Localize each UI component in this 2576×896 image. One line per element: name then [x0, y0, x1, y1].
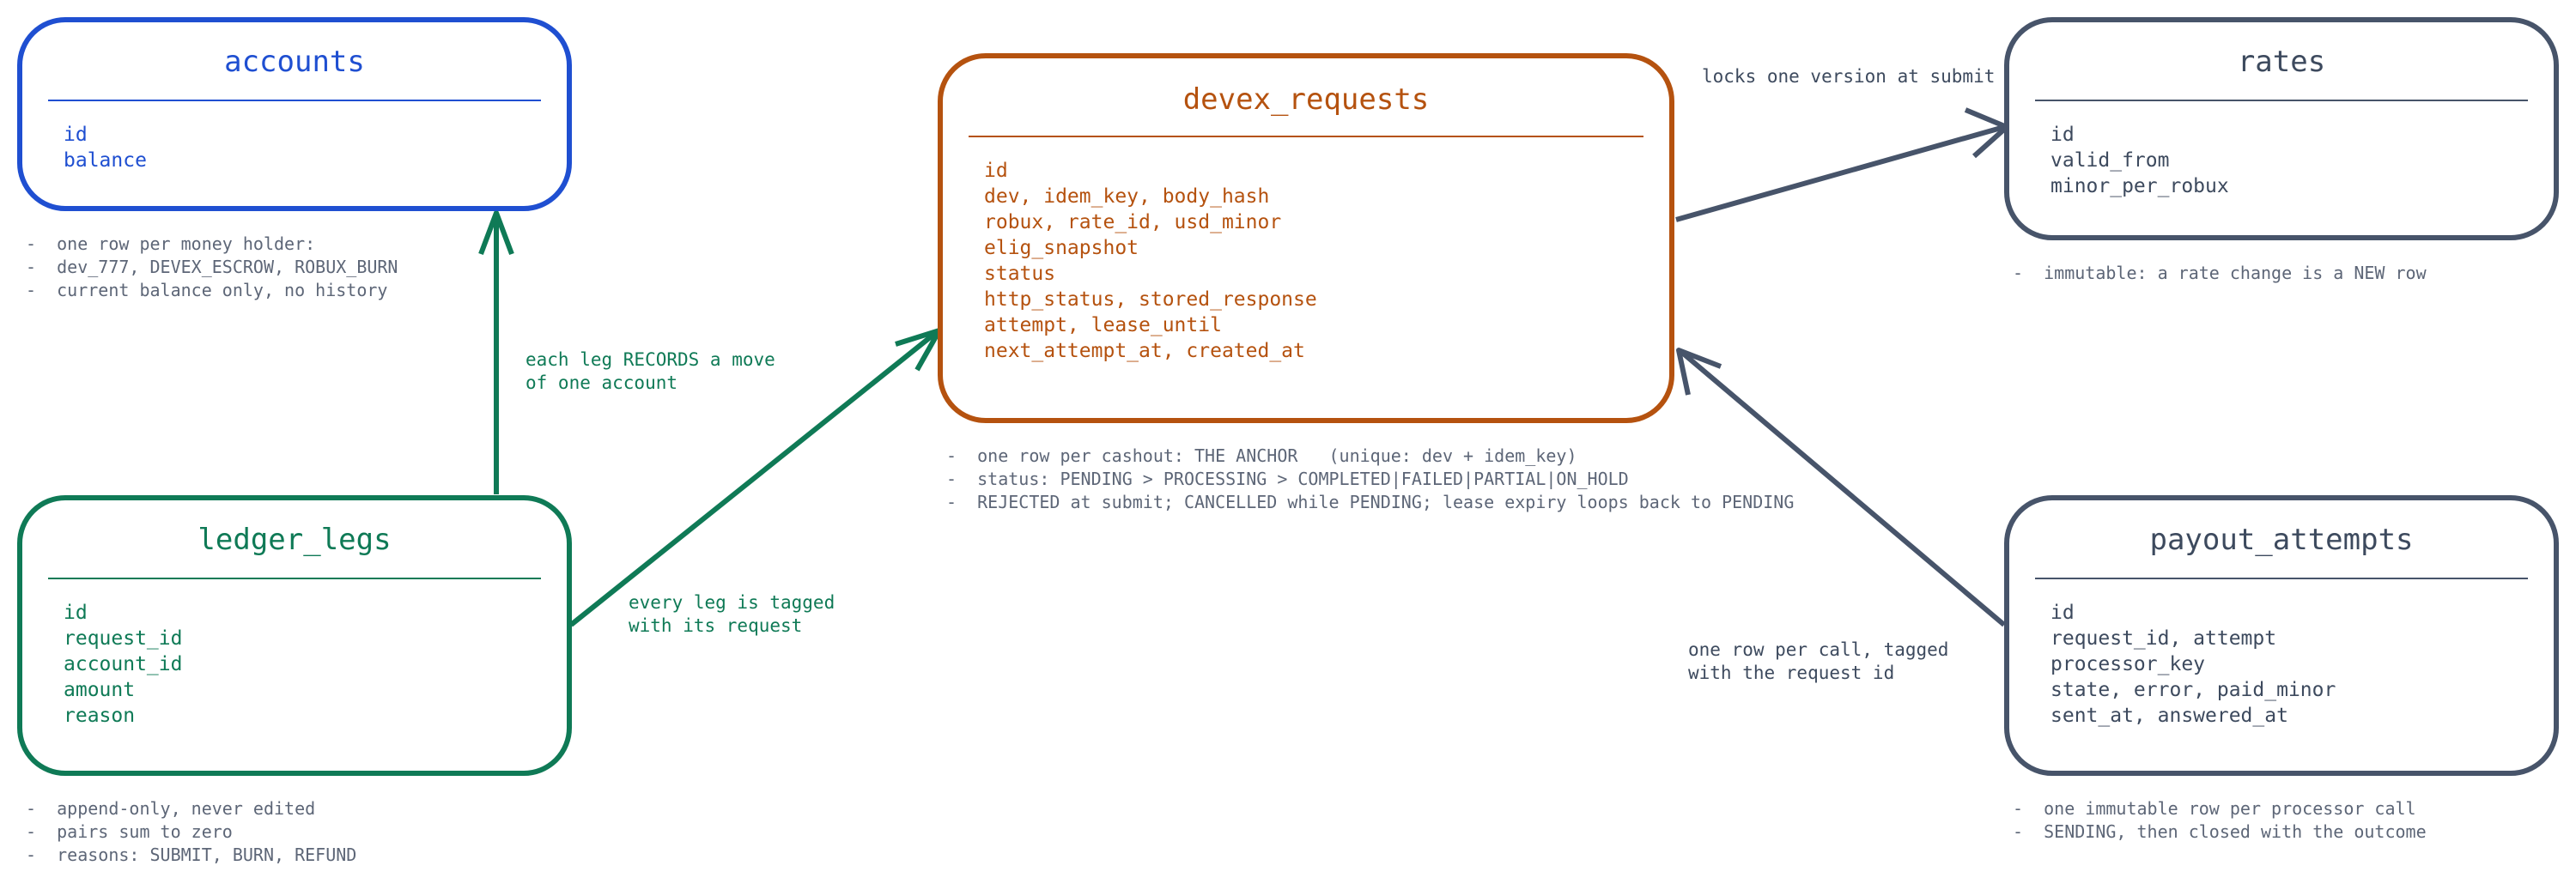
field: sent_at, answered_at [2050, 705, 2288, 727]
edge-label-requests-to-rates: locks one version at submit [1702, 65, 1995, 88]
label-line: with the request id [1688, 663, 1895, 683]
field: request_id, attempt [2050, 627, 2277, 650]
field: state, error, paid_minor [2050, 679, 2336, 701]
label-line: locks one version at submit [1702, 66, 1996, 87]
entity-title: devex_requests [1182, 82, 1430, 117]
note: - append-only, never edited [26, 798, 316, 819]
field: id [2050, 602, 2075, 624]
field-list: id request_id, attempt processor_key sta… [2050, 600, 2336, 729]
field: next_attempt_at, created_at [984, 340, 1305, 362]
field: robux, rate_id, usd_minor [984, 211, 1282, 233]
ledger-legs-notes: - append-only, never edited - pairs sum … [26, 797, 356, 867]
note: - dev_777, DEVEX_ESCROW, ROBUX_BURN [26, 257, 398, 277]
field-list: id dev, idem_key, body_hash robux, rate_… [984, 158, 1317, 364]
accounts-notes: - one row per money holder: - dev_777, D… [26, 233, 398, 302]
field: balance [64, 149, 147, 172]
arrowhead-devex-requests-2 [1676, 348, 1722, 396]
entity-title: accounts [224, 45, 365, 79]
entity-title: payout_attempts [2149, 523, 2414, 557]
label-line: with its request [629, 615, 803, 636]
note: - reasons: SUBMIT, BURN, REFUND [26, 845, 357, 865]
entity-ledger-legs[interactable]: ledger_legs id request_id account_id amo… [17, 495, 572, 776]
note: - immutable: a rate change is a NEW row [2013, 263, 2427, 283]
field: amount [64, 679, 136, 701]
entity-title: ledger_legs [197, 523, 392, 557]
field-list: id balance [64, 122, 147, 173]
edge-attempts-to-requests [1680, 349, 2006, 627]
label-line: of one account [526, 372, 678, 393]
edge-label-attempts-to-requests: one row per call, tagged with the reques… [1688, 639, 1948, 685]
title-divider [969, 136, 1643, 137]
field: status [984, 263, 1056, 285]
field: id [64, 602, 88, 624]
label-line: every leg is tagged [629, 592, 835, 613]
entity-devex-requests[interactable]: devex_requests id dev, idem_key, body_ha… [938, 53, 1674, 423]
title-divider [2035, 100, 2528, 101]
field: id [64, 124, 88, 146]
note: - one row per cashout: THE ANCHOR (uniqu… [946, 445, 1577, 466]
rates-notes: - immutable: a rate change is a NEW row [2013, 262, 2427, 285]
entity-rates[interactable]: rates id valid_from minor_per_robux [2004, 17, 2559, 240]
field: elig_snapshot [984, 237, 1139, 259]
note: - status: PENDING > PROCESSING > COMPLET… [946, 469, 1629, 489]
field: minor_per_robux [2050, 175, 2229, 197]
arrowhead-accounts [478, 210, 514, 256]
field: account_id [64, 653, 183, 675]
field: valid_from [2050, 149, 2170, 172]
entity-accounts[interactable]: accounts id balance [17, 17, 572, 211]
note: - REJECTED at submit; CANCELLED while PE… [946, 492, 1795, 512]
note: - one immutable row per processor call [2013, 798, 2416, 819]
field: dev, idem_key, body_hash [984, 185, 1270, 208]
field: request_id [64, 627, 183, 650]
field: id [2050, 124, 2075, 146]
devex-requests-notes: - one row per cashout: THE ANCHOR (uniqu… [946, 445, 1794, 514]
payout-attempts-notes: - one immutable row per processor call -… [2013, 797, 2427, 844]
label-line: one row per call, tagged [1688, 639, 1949, 660]
field: attempt, lease_until [984, 314, 1222, 336]
title-divider [2035, 578, 2528, 579]
field: processor_key [2050, 653, 2206, 675]
note: - current balance only, no history [26, 280, 388, 300]
note: - SENDING, then closed with the outcome [2013, 821, 2427, 842]
field-list: id valid_from minor_per_robux [2050, 122, 2229, 199]
entity-title: rates [2237, 45, 2326, 79]
field: http_status, stored_response [984, 288, 1317, 311]
edge-requests-to-rates [1675, 124, 2005, 222]
entity-payout-attempts[interactable]: payout_attempts id request_id, attempt p… [2004, 495, 2559, 776]
edge-label-legs-to-requests: every leg is tagged with its request [629, 591, 835, 638]
field: id [984, 160, 1008, 182]
edge-label-legs-to-accounts: each leg RECORDS a move of one account [526, 348, 775, 395]
field-list: id request_id account_id amount reason [64, 600, 182, 729]
note: - one row per money holder: [26, 233, 316, 254]
edge-legs-to-requests [569, 329, 939, 627]
field: reason [64, 705, 136, 727]
title-divider [48, 100, 541, 101]
title-divider [48, 578, 541, 579]
note: - pairs sum to zero [26, 821, 233, 842]
label-line: each leg RECORDS a move [526, 349, 775, 370]
